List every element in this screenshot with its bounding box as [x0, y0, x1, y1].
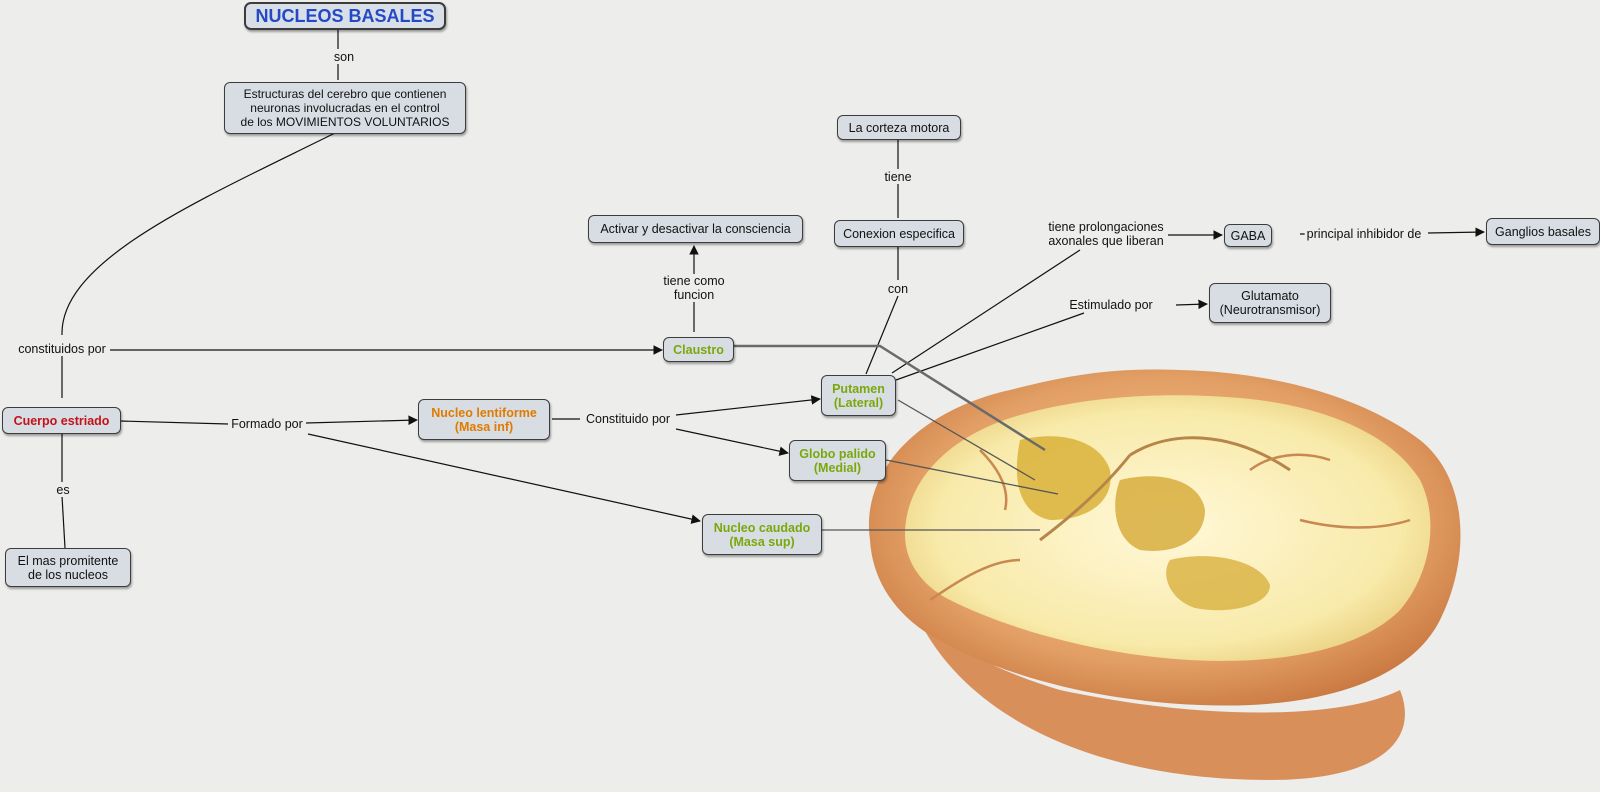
glutamato-node[interactable]: Glutamato (Neurotransmisor) — [1209, 283, 1331, 323]
link-label-inhibidor: principal inhibidor de — [1304, 227, 1424, 241]
gaba-node[interactable]: GABA — [1224, 224, 1272, 247]
link-label-prolongaciones: tiene prolongaciones axonales que libera… — [1046, 220, 1166, 248]
link-label-son: son — [331, 50, 357, 64]
link-label-con: con — [885, 282, 911, 296]
nucleo-lentiforme-node[interactable]: Nucleo lentiforme (Masa inf) — [418, 399, 550, 440]
link-label-estimulado: Estimulado por — [1067, 298, 1155, 312]
gray-matter-globus — [1115, 476, 1205, 551]
title-node[interactable]: NUCLEOS BASALES — [244, 2, 446, 30]
link-label-constituidos-por: constituidos por — [16, 342, 108, 356]
ventricle-line — [1039, 436, 1291, 542]
link-label-constituido-por: Constituido por — [583, 412, 673, 426]
brain-underside — [900, 560, 1405, 780]
connectors — [61, 30, 1485, 549]
link-label-es: es — [54, 483, 72, 497]
nucleo-caudado-node[interactable]: Nucleo caudado (Masa sup) — [702, 514, 822, 555]
estructuras-node[interactable]: Estructuras del cerebro que contienen ne… — [224, 82, 466, 134]
link-label-tiene: tiene — [882, 170, 914, 184]
sulcus-lines — [929, 449, 1411, 602]
mas-prominente-node[interactable]: El mas promitente de los nucleos — [5, 548, 131, 587]
gray-matter-caudate — [1166, 556, 1270, 611]
link-label-formado-por: Formado por — [229, 417, 305, 431]
link-label-tiene-como-funcion: tiene como funcion — [661, 274, 727, 302]
putamen-node[interactable]: Putamen (Lateral) — [821, 375, 896, 416]
conexion-especifica-node[interactable]: Conexion especifica — [834, 220, 964, 247]
cuerpo-estriado-node[interactable]: Cuerpo estriado — [2, 407, 121, 434]
globo-palido-node[interactable]: Globo palido (Medial) — [789, 440, 886, 481]
consciencia-node[interactable]: Activar y desactivar la consciencia — [588, 215, 803, 243]
claustro-node[interactable]: Claustro — [663, 337, 734, 362]
brain-illustration — [868, 369, 1461, 780]
ganglios-basales-node[interactable]: Ganglios basales — [1486, 218, 1600, 245]
corteza-motora-node[interactable]: La corteza motora — [837, 115, 961, 140]
